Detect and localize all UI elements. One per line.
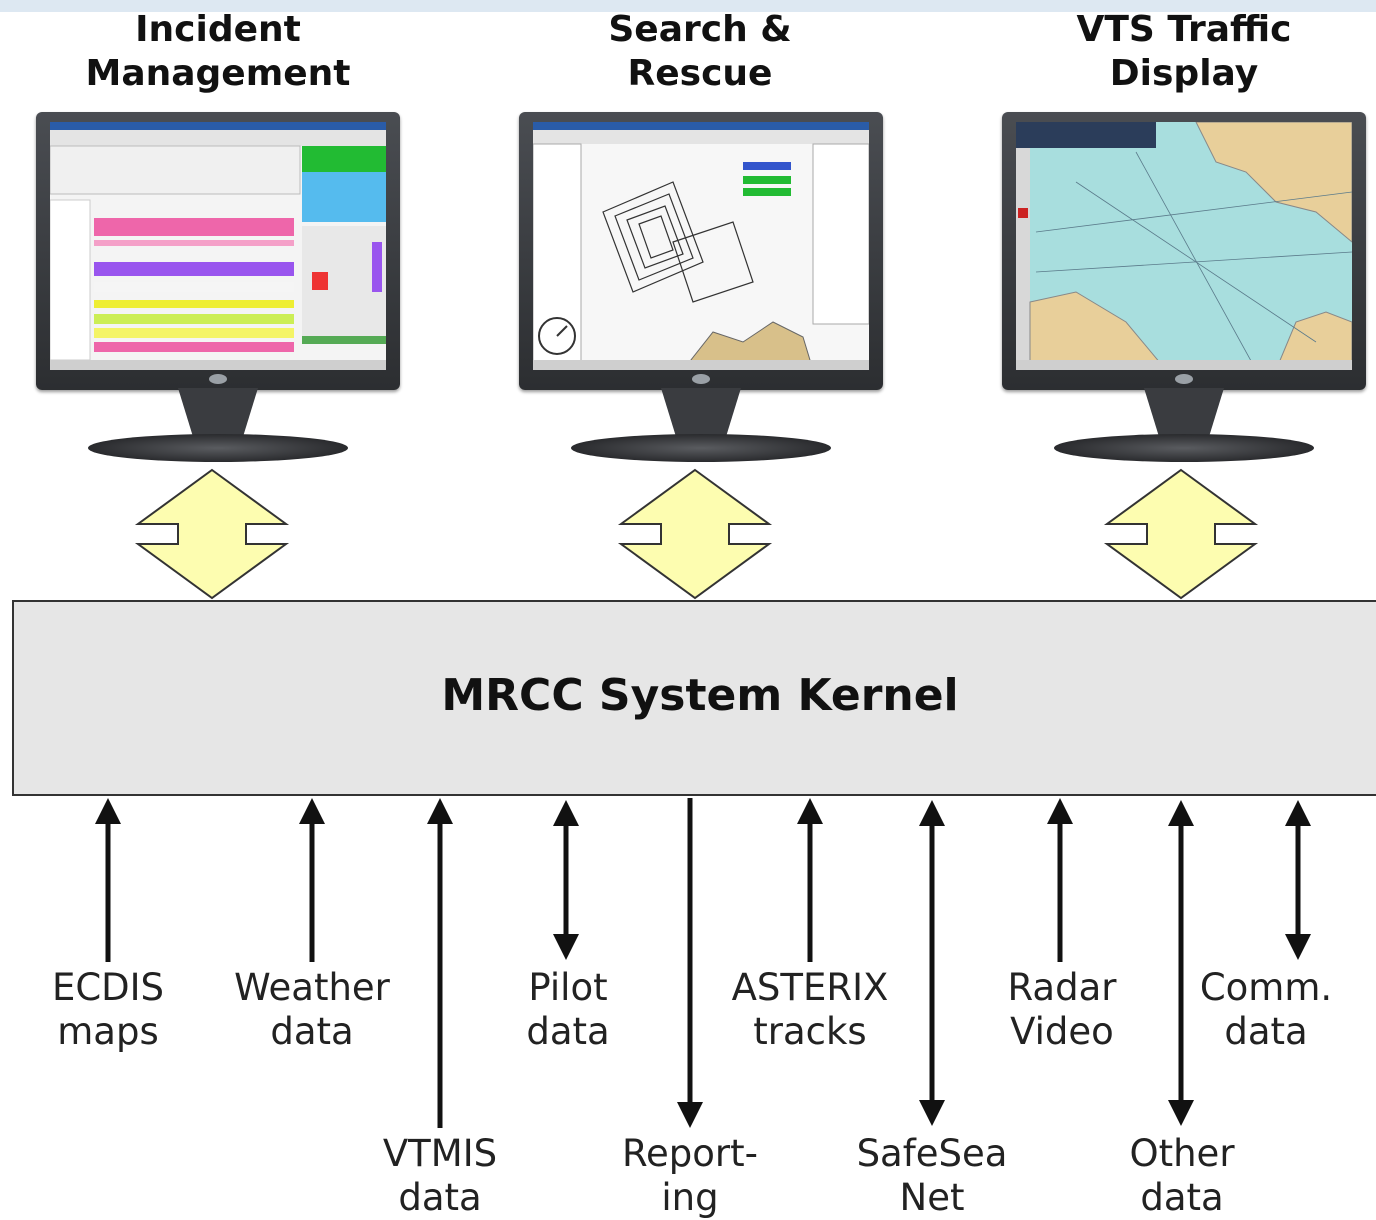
sar-app-screenshot (533, 122, 869, 370)
incident-management-screen (50, 122, 386, 370)
label-line: data (526, 1010, 610, 1053)
source-label-ecdis: ECDIS maps (0, 966, 218, 1054)
label-line: ing (661, 1176, 719, 1219)
incident-management-monitor (36, 112, 400, 467)
label-line: ECDIS (51, 966, 165, 1009)
search-rescue-title: Search & Rescue (530, 8, 870, 96)
label-line: Radar (1007, 966, 1117, 1009)
label-line: Pilot (528, 966, 608, 1009)
title-line: VTS Traffic (1076, 9, 1292, 50)
monitor-bezel (1002, 112, 1366, 390)
source-label-reporting: Report- ing (580, 1132, 800, 1220)
label-line: data (270, 1010, 354, 1053)
source-label-comm: Comm. data (1156, 966, 1376, 1054)
label-line: data (1224, 1010, 1308, 1053)
monitor-logo (209, 374, 227, 384)
source-label-pilot: Pilot data (458, 966, 678, 1054)
label-line: Comm. (1199, 966, 1333, 1009)
monitor-logo (1175, 374, 1193, 384)
top-background-band (0, 0, 1376, 12)
label-line: maps (57, 1010, 159, 1053)
label-line: tracks (753, 1010, 867, 1053)
label-line: data (398, 1176, 482, 1219)
double-arrow-vts (1103, 468, 1259, 600)
monitor-logo (692, 374, 710, 384)
label-line: Net (899, 1176, 965, 1219)
label-line: Report- (621, 1132, 758, 1175)
monitor-stand-base (88, 434, 348, 462)
title-line: Search & (608, 9, 792, 50)
monitor-bezel (519, 112, 883, 390)
incident-app-screenshot (50, 122, 386, 370)
vts-app-screenshot (1016, 122, 1352, 370)
mrcc-system-kernel-box (12, 600, 1376, 796)
label-line: VTMIS (382, 1132, 498, 1175)
source-label-asterix: ASTERIX tracks (700, 966, 920, 1054)
source-label-weather: Weather data (202, 966, 422, 1054)
double-arrow-incident (134, 468, 290, 600)
label-line: data (1140, 1176, 1224, 1219)
vts-traffic-display-title: VTS Traffic Display (1014, 8, 1354, 96)
label-line: SafeSea (856, 1132, 1008, 1175)
kernel-label: MRCC System Kernel (441, 670, 959, 721)
label-line: Weather (234, 966, 390, 1009)
double-arrow-sar (617, 468, 773, 600)
source-label-other: Other data (1072, 1132, 1292, 1220)
incident-management-title: Incident Management (48, 8, 388, 96)
monitor-stand-base (1054, 434, 1314, 462)
source-label-radar: Radar Video (952, 966, 1172, 1054)
monitor-bezel (36, 112, 400, 390)
monitor-stand-neck (1144, 388, 1224, 440)
label-line: Video (1010, 1010, 1114, 1053)
source-label-safesea: SafeSea Net (822, 1132, 1042, 1220)
title-line: Incident (135, 9, 301, 50)
title-line: Rescue (627, 53, 773, 94)
title-line: Display (1109, 53, 1259, 94)
search-rescue-screen (533, 122, 869, 370)
vts-traffic-screen (1016, 122, 1352, 370)
monitor-stand-base (571, 434, 831, 462)
title-line: Management (85, 53, 351, 94)
label-line: Other (1129, 1132, 1235, 1175)
vts-traffic-monitor (1002, 112, 1366, 467)
label-line: ASTERIX (731, 966, 889, 1009)
source-label-vtmis: VTMIS data (330, 1132, 550, 1220)
search-rescue-monitor (519, 112, 883, 467)
